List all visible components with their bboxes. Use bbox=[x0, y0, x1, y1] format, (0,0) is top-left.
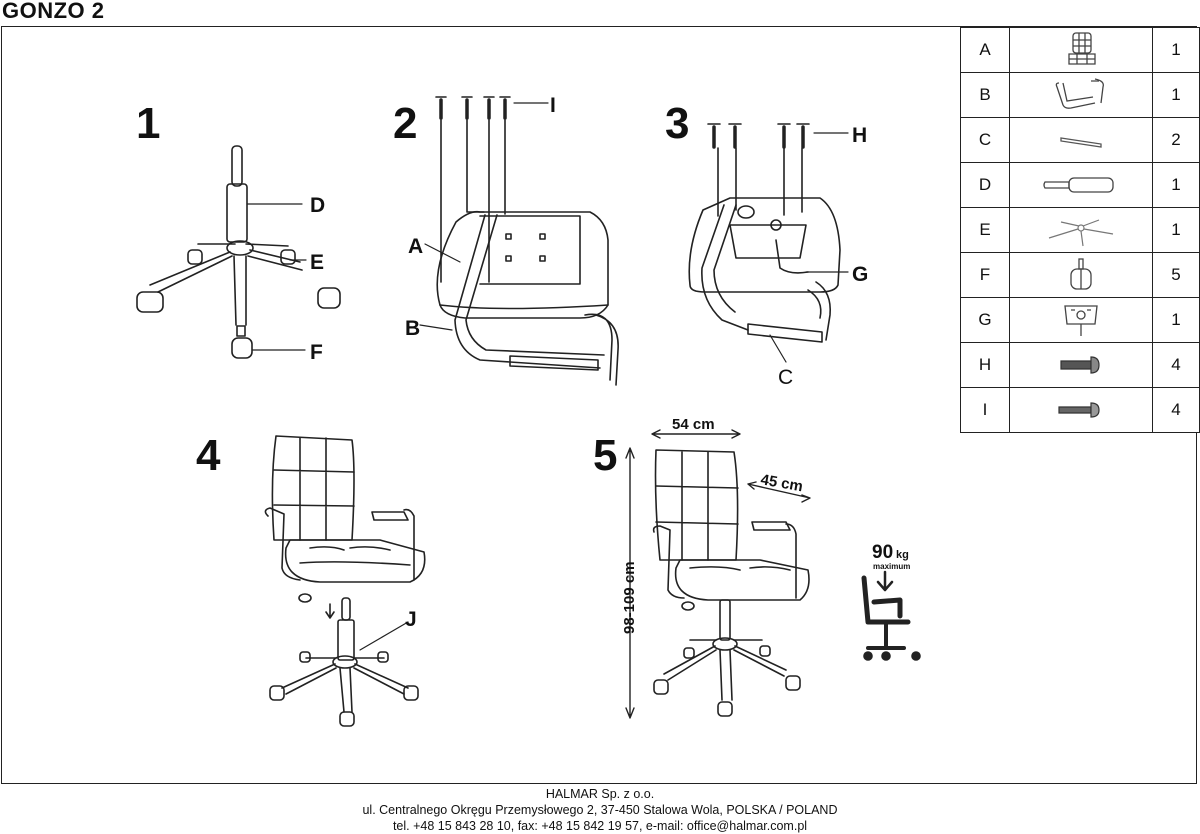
part-code: E bbox=[960, 207, 1010, 253]
label-g: G bbox=[852, 263, 868, 286]
chair-assembled-icon bbox=[652, 449, 810, 717]
part-code: G bbox=[960, 297, 1010, 343]
part-quantity: 1 bbox=[1152, 162, 1200, 208]
parts-table: A 1 B 1 C bbox=[960, 27, 1200, 433]
armrest-pad-icon bbox=[1060, 137, 1102, 148]
depth-dimension: 45 cm bbox=[759, 471, 804, 495]
armrest-frame-icon bbox=[454, 214, 619, 386]
part-quantity: 1 bbox=[1152, 27, 1200, 73]
label-e: E bbox=[310, 251, 324, 274]
parts-row: A 1 bbox=[960, 27, 1200, 73]
star-base-icon bbox=[1048, 219, 1114, 247]
seat-backrest-icon bbox=[436, 210, 609, 319]
gas-lift-icon bbox=[1043, 177, 1114, 193]
label-c: C bbox=[778, 366, 793, 389]
part-quantity: 1 bbox=[1152, 297, 1200, 343]
label-f: F bbox=[310, 341, 323, 364]
step-1-illustration: 1 D E F bbox=[136, 99, 341, 364]
chair-body-icon bbox=[264, 435, 426, 603]
label-d: D bbox=[310, 194, 325, 217]
caster-icon bbox=[136, 249, 341, 359]
company-contact: tel. +48 15 843 28 10, fax: +48 15 842 1… bbox=[392, 819, 808, 833]
label-h: H bbox=[852, 124, 867, 147]
max-load-caption: maximum bbox=[873, 562, 910, 571]
step-1-number: 1 bbox=[136, 99, 160, 148]
screw-icon bbox=[435, 96, 511, 120]
max-load-value: 90 bbox=[872, 542, 893, 563]
label-a: A bbox=[408, 235, 423, 258]
parts-row: D 1 bbox=[960, 162, 1200, 208]
parts-row: H 4 bbox=[960, 342, 1200, 388]
part-code: D bbox=[960, 162, 1010, 208]
parts-row: B 1 bbox=[960, 72, 1200, 118]
parts-row: F 5 bbox=[960, 252, 1200, 298]
step-5-number: 5 bbox=[593, 431, 617, 480]
step-4-illustration: 4 J bbox=[196, 431, 426, 727]
footer: HALMAR Sp. z o.o. ul. Centralnego Okręgu… bbox=[0, 786, 1200, 834]
bolt-icon bbox=[707, 123, 810, 149]
label-j: J bbox=[405, 608, 417, 631]
step-2-number: 2 bbox=[393, 99, 417, 148]
star-base-icon bbox=[149, 240, 303, 326]
step-5-illustration: 5 98-109 cm 54 cm 45 cm bbox=[593, 416, 811, 719]
company-name: HALMAR Sp. z o.o. bbox=[545, 787, 655, 801]
part-code: I bbox=[960, 387, 1010, 433]
mechanism-plate-icon bbox=[688, 197, 841, 293]
part-quantity: 2 bbox=[1152, 117, 1200, 163]
gas-lift-icon bbox=[226, 145, 248, 243]
star-base-icon bbox=[269, 651, 419, 727]
part-code: H bbox=[960, 342, 1010, 388]
part-quantity: 1 bbox=[1152, 72, 1200, 118]
seat-backrest-icon bbox=[1068, 32, 1096, 65]
part-quantity: 4 bbox=[1152, 342, 1200, 388]
step-4-number: 4 bbox=[196, 431, 221, 480]
armrest-frame-icon bbox=[1055, 78, 1104, 109]
height-dimension: 98-109 cm bbox=[621, 561, 638, 634]
document-title: GONZO 2 bbox=[2, 0, 105, 23]
label-b: B bbox=[405, 317, 420, 340]
company-address: ul. Centralnego Okręgu Przemysłowego 2, … bbox=[362, 803, 838, 817]
part-quantity: 5 bbox=[1152, 252, 1200, 298]
screw-icon bbox=[1058, 402, 1100, 418]
parts-row: C 2 bbox=[960, 117, 1200, 163]
parts-row: I 4 bbox=[960, 387, 1200, 433]
gas-lift-icon bbox=[337, 597, 355, 661]
part-code: A bbox=[960, 27, 1010, 73]
step-2-illustration: 2 I A B bbox=[393, 94, 619, 386]
caster-icon bbox=[1070, 258, 1092, 290]
part-code: B bbox=[960, 72, 1010, 118]
width-dimension: 54 cm bbox=[672, 416, 715, 433]
max-load-icon: 90 kg maximum bbox=[861, 542, 921, 661]
armrest-pad-icon bbox=[701, 204, 832, 343]
step-3-number: 3 bbox=[665, 99, 689, 148]
parts-row: E 1 bbox=[960, 207, 1200, 253]
bolt-icon bbox=[1060, 356, 1100, 374]
part-code: F bbox=[960, 252, 1010, 298]
step-3-illustration: 3 H G C bbox=[665, 99, 868, 389]
part-code: C bbox=[960, 117, 1010, 163]
parts-row: G 1 bbox=[960, 297, 1200, 343]
label-i: I bbox=[550, 94, 556, 117]
part-quantity: 4 bbox=[1152, 387, 1200, 433]
max-load-unit: kg bbox=[896, 549, 909, 561]
part-quantity: 1 bbox=[1152, 207, 1200, 253]
mechanism-plate-icon bbox=[1064, 305, 1098, 336]
